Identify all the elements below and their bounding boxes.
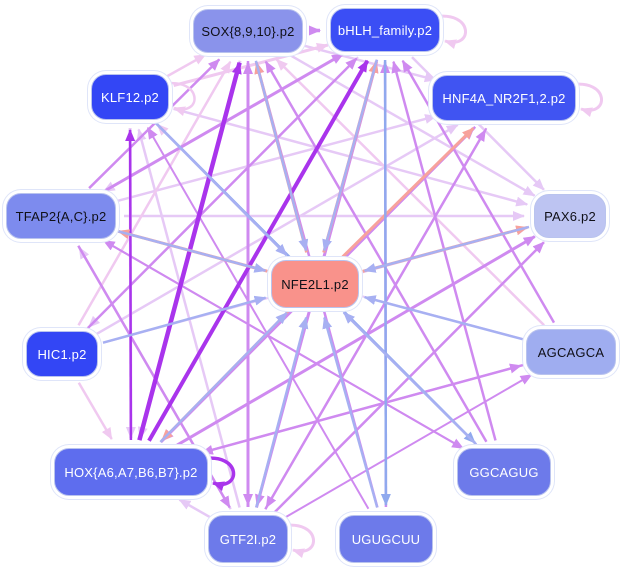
edge-klf12-sox [165,53,207,79]
edge-hnf4a-gtf2i [265,127,488,509]
node-label: UGUGCUU [351,531,421,547]
node-bhlh[interactable]: bHLH_family.p2 [330,8,440,52]
node-label: GTF2I.p2 [219,531,277,547]
edge-sox-nfe2l1 [254,60,309,252]
node-klf12[interactable]: KLF12.p2 [91,74,169,120]
edge-tfap2-nfe2l1 [115,229,267,273]
self-loop-gtf2i [281,523,316,559]
edge-hic1-hox [77,382,113,440]
edge-ggcagug-tfap2 [102,239,466,451]
node-label: PAX6.p2 [544,208,596,224]
edge-ugugcuu-nfe2l1 [322,316,379,508]
edge-ggcagug-sox [264,60,488,443]
edge-nfe2l1-hnf4a [341,127,475,258]
node-pax6[interactable]: PAX6.p2 [534,194,606,238]
self-loop-klf12 [162,81,196,117]
node-ggcagug[interactable]: GGCAGUG [457,448,551,496]
edge-agcagca-bhlh [401,59,556,324]
node-label: SOX{8,9,10}.p2 [201,23,295,39]
node-label: HNF4A_NR2F1,2.p2 [442,90,566,106]
edge-gtf2i-hox [178,498,213,520]
node-label: GGCAGUG [469,464,539,480]
node-tfap2[interactable]: TFAP2{A,C}.p2 [6,193,116,239]
edge-hic1-bhlh [86,57,358,330]
edge-agcagca-hox [200,363,524,455]
edge-agcagca-nfe2l1 [363,295,524,341]
edge-hic1-sox [77,60,232,326]
node-hic1[interactable]: HIC1.p2 [26,331,98,377]
edge-hox-klf12 [125,129,136,441]
edge-hic1-hnf4a [95,123,459,336]
edge-tfap2-sox [88,58,221,190]
edge-bhlh-nfe2l1 [322,59,379,252]
edge-bhlh-ugugcuu [380,59,391,506]
self-loop-bhlh [433,14,468,50]
edge-ggcagug-nfe2l1 [342,311,478,446]
node-label: KLF12.p2 [101,89,159,105]
edge-tfap2-hnf4a [116,114,438,203]
node-label: TFAP2{A,C}.p2 [15,208,107,224]
edge-hic1-nfe2l1 [102,295,267,344]
edge-ugugcuu-klf12 [146,126,370,510]
node-gtf2i[interactable]: GTF2I.p2 [208,515,288,563]
node-hox[interactable]: HOX{A6,A7,B6,B7}.p2 [54,448,208,496]
node-ugugcuu[interactable]: UGUGCUU [339,515,433,563]
edge-hox-pax6 [176,235,536,447]
edge-gtf2i-agcagca [283,373,533,519]
node-nfe2l1[interactable]: NFE2L1.p2 [271,260,359,308]
edge-hox-nfe2l1 [159,311,288,443]
node-label: AGCAGCA [537,344,605,360]
node-label: HOX{A6,A7,B6,B7}.p2 [64,464,198,480]
edge-hox-bhlh [147,59,370,442]
node-label: HIC1.p2 [37,346,87,362]
node-label: NFE2L1.p2 [281,276,349,292]
node-hnf4a[interactable]: HNF4A_NR2F1,2.p2 [432,75,576,121]
node-label: bHLH_family.p2 [337,22,433,38]
edge-gtf2i-nfe2l1 [255,316,309,508]
node-sox[interactable]: SOX{8,9,10}.p2 [193,9,303,53]
node-agcagca[interactable]: AGCAGCA [526,329,616,375]
edge-bhlh-pax6 [411,56,545,191]
edge-klf12-nfe2l1 [154,122,288,257]
self-loop-hnf4a [569,82,604,118]
self-loop-hox [201,456,236,492]
edge-pax6-nfe2l1 [363,225,530,273]
